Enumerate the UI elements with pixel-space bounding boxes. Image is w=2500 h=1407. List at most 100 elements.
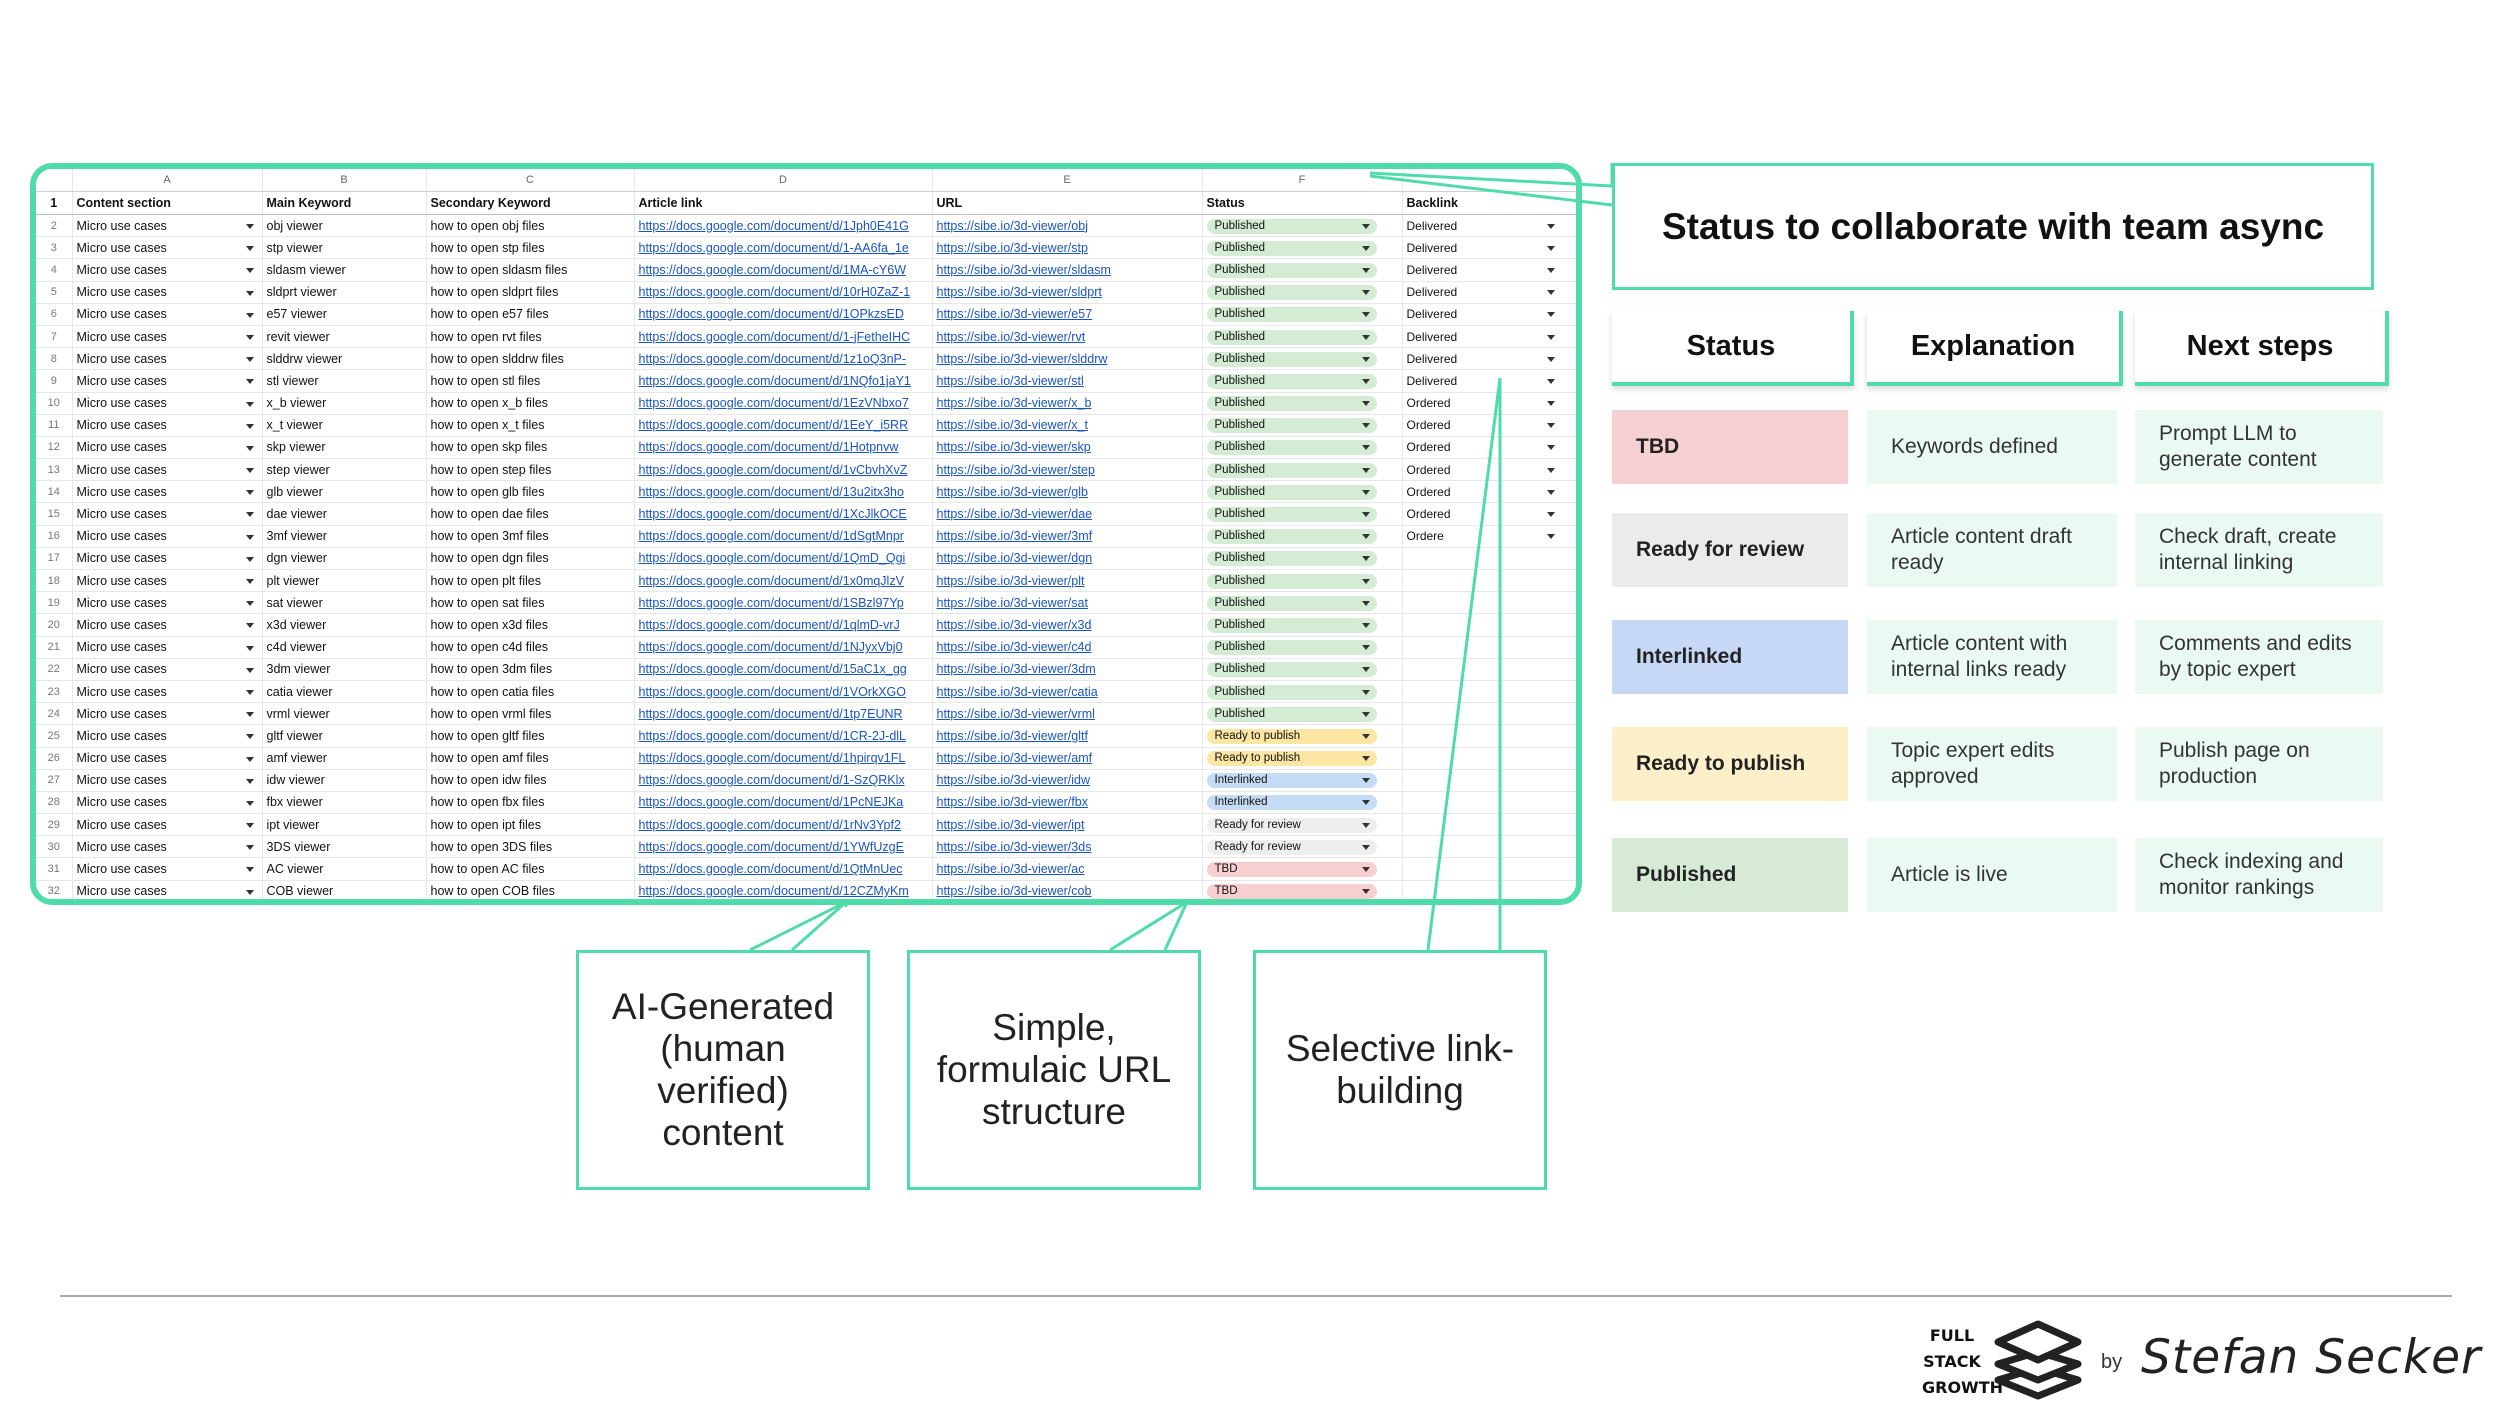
secondary-keyword-cell[interactable]: how to open c4d files <box>426 636 635 659</box>
secondary-keyword-cell[interactable]: how to open dae files <box>426 502 635 526</box>
content-section-dropdown[interactable]: Micro use cases <box>72 702 263 726</box>
secondary-keyword-cell[interactable]: how to open skp files <box>426 436 635 460</box>
content-section-dropdown[interactable]: Micro use cases <box>72 480 263 504</box>
row-number[interactable]: 26 <box>36 747 73 770</box>
secondary-keyword-cell[interactable]: how to open vrml files <box>426 702 635 726</box>
backlink-cell[interactable]: Delivered <box>1402 258 1576 282</box>
url-link[interactable]: https://sibe.io/3d-viewer/sat <box>932 591 1203 615</box>
url-link[interactable]: https://sibe.io/3d-viewer/3dm <box>932 658 1203 681</box>
row-number[interactable]: 27 <box>36 769 73 792</box>
backlink-cell[interactable]: Ordered <box>1402 414 1576 437</box>
article-link[interactable]: https://docs.google.com/document/d/1QtMn… <box>634 857 933 881</box>
row-number[interactable]: 22 <box>36 658 73 681</box>
main-keyword-cell[interactable]: skp viewer <box>262 436 427 460</box>
row-number[interactable]: 31 <box>36 857 73 881</box>
backlink-cell[interactable] <box>1402 747 1576 770</box>
row-number[interactable]: 11 <box>36 414 73 437</box>
main-keyword-cell[interactable]: 3mf viewer <box>262 525 427 548</box>
status-dropdown-chip[interactable]: TBD <box>1206 862 1377 878</box>
article-link[interactable]: https://docs.google.com/document/d/1Hotp… <box>634 436 933 460</box>
article-link[interactable]: https://docs.google.com/document/d/1dSgt… <box>634 525 933 548</box>
status-cell[interactable]: Published <box>1202 369 1403 393</box>
status-cell[interactable]: Published <box>1202 414 1403 437</box>
article-link[interactable]: https://docs.google.com/document/d/1QmD_… <box>634 547 933 571</box>
article-link[interactable]: https://docs.google.com/document/d/1EeY_… <box>634 414 933 437</box>
backlink-dropdown[interactable]: Ordered <box>1407 507 1557 521</box>
article-link[interactable]: https://docs.google.com/document/d/1-AA6… <box>634 236 933 260</box>
row-number[interactable]: 8 <box>36 347 73 371</box>
column-letter[interactable]: B <box>262 169 427 192</box>
content-section-dropdown[interactable]: Micro use cases <box>72 835 263 859</box>
status-cell[interactable]: Ready for review <box>1202 835 1403 859</box>
backlink-cell[interactable]: Delivered <box>1402 214 1576 238</box>
backlink-dropdown[interactable]: Ordered <box>1407 485 1557 499</box>
backlink-cell[interactable] <box>1402 680 1576 704</box>
url-link[interactable]: https://sibe.io/3d-viewer/dgn <box>932 547 1203 571</box>
status-dropdown-chip[interactable]: Published <box>1206 706 1377 722</box>
main-keyword-cell[interactable]: sat viewer <box>262 591 427 615</box>
article-link[interactable]: https://docs.google.com/document/d/1x0mq… <box>634 569 933 593</box>
content-section-dropdown[interactable]: Micro use cases <box>72 436 263 460</box>
header-cell[interactable]: Article link <box>634 191 933 215</box>
article-link[interactable]: https://docs.google.com/document/d/1tp7E… <box>634 702 933 726</box>
status-dropdown-chip[interactable]: Interlinked <box>1206 795 1377 811</box>
header-cell[interactable]: Content section <box>72 191 263 215</box>
status-cell[interactable]: Published <box>1202 591 1403 615</box>
column-letter[interactable]: C <box>426 169 635 192</box>
content-section-dropdown[interactable]: Micro use cases <box>72 347 263 371</box>
url-link[interactable]: https://sibe.io/3d-viewer/e57 <box>932 303 1203 326</box>
backlink-dropdown[interactable]: Delivered <box>1407 263 1557 277</box>
secondary-keyword-cell[interactable]: how to open 3dm files <box>426 658 635 681</box>
backlink-cell[interactable] <box>1402 591 1576 615</box>
main-keyword-cell[interactable]: 3dm viewer <box>262 658 427 681</box>
backlink-cell[interactable]: Delivered <box>1402 236 1576 260</box>
secondary-keyword-cell[interactable]: how to open COB files <box>426 880 635 899</box>
backlink-cell[interactable] <box>1402 791 1576 815</box>
backlink-cell[interactable] <box>1402 636 1576 659</box>
secondary-keyword-cell[interactable]: how to open plt files <box>426 569 635 593</box>
status-dropdown-chip[interactable]: Published <box>1206 507 1377 523</box>
main-keyword-cell[interactable]: step viewer <box>262 458 427 482</box>
status-dropdown-chip[interactable]: Published <box>1206 440 1377 456</box>
url-link[interactable]: https://sibe.io/3d-viewer/amf <box>932 747 1203 770</box>
header-cell[interactable]: Status <box>1202 191 1403 215</box>
status-dropdown-chip[interactable]: Published <box>1206 662 1377 678</box>
backlink-cell[interactable] <box>1402 569 1576 593</box>
url-link[interactable]: https://sibe.io/3d-viewer/plt <box>932 569 1203 593</box>
article-link[interactable]: https://docs.google.com/document/d/1CR-2… <box>634 724 933 748</box>
content-section-dropdown[interactable]: Micro use cases <box>72 214 263 238</box>
row-number[interactable]: 32 <box>36 880 73 899</box>
url-link[interactable]: https://sibe.io/3d-viewer/fbx <box>932 791 1203 815</box>
content-section-dropdown[interactable]: Micro use cases <box>72 547 263 571</box>
content-section-dropdown[interactable]: Micro use cases <box>72 680 263 704</box>
url-link[interactable]: https://sibe.io/3d-viewer/obj <box>932 214 1203 238</box>
content-section-dropdown[interactable]: Micro use cases <box>72 747 263 770</box>
article-link[interactable]: https://docs.google.com/document/d/1z1oQ… <box>634 347 933 371</box>
url-link[interactable]: https://sibe.io/3d-viewer/step <box>932 458 1203 482</box>
status-cell[interactable]: Published <box>1202 680 1403 704</box>
backlink-cell[interactable] <box>1402 724 1576 748</box>
status-cell[interactable]: Published <box>1202 325 1403 349</box>
row-number[interactable]: 1 <box>36 191 73 215</box>
status-cell[interactable]: TBD <box>1202 880 1403 899</box>
status-cell[interactable]: Published <box>1202 281 1403 304</box>
backlink-dropdown[interactable]: Delivered <box>1407 307 1557 321</box>
article-link[interactable]: https://docs.google.com/document/d/1NJyx… <box>634 636 933 659</box>
status-cell[interactable]: Published <box>1202 258 1403 282</box>
url-link[interactable]: https://sibe.io/3d-viewer/x_b <box>932 392 1203 415</box>
status-cell[interactable]: Published <box>1202 547 1403 571</box>
secondary-keyword-cell[interactable]: how to open amf files <box>426 747 635 770</box>
backlink-cell[interactable]: Delivered <box>1402 303 1576 326</box>
status-dropdown-chip[interactable]: Published <box>1206 551 1377 567</box>
backlink-cell[interactable]: Ordered <box>1402 502 1576 526</box>
article-link[interactable]: https://docs.google.com/document/d/1rNv3… <box>634 813 933 837</box>
backlink-dropdown[interactable]: Delivered <box>1407 352 1557 366</box>
article-link[interactable]: https://docs.google.com/document/d/1-SzQ… <box>634 769 933 792</box>
backlink-dropdown[interactable]: Ordered <box>1407 463 1557 477</box>
row-number[interactable]: 12 <box>36 436 73 460</box>
backlink-cell[interactable] <box>1402 613 1576 637</box>
column-letter[interactable] <box>1402 169 1576 192</box>
backlink-cell[interactable]: Ordered <box>1402 480 1576 504</box>
article-link[interactable]: https://docs.google.com/document/d/1NQfo… <box>634 369 933 393</box>
secondary-keyword-cell[interactable]: how to open stp files <box>426 236 635 260</box>
